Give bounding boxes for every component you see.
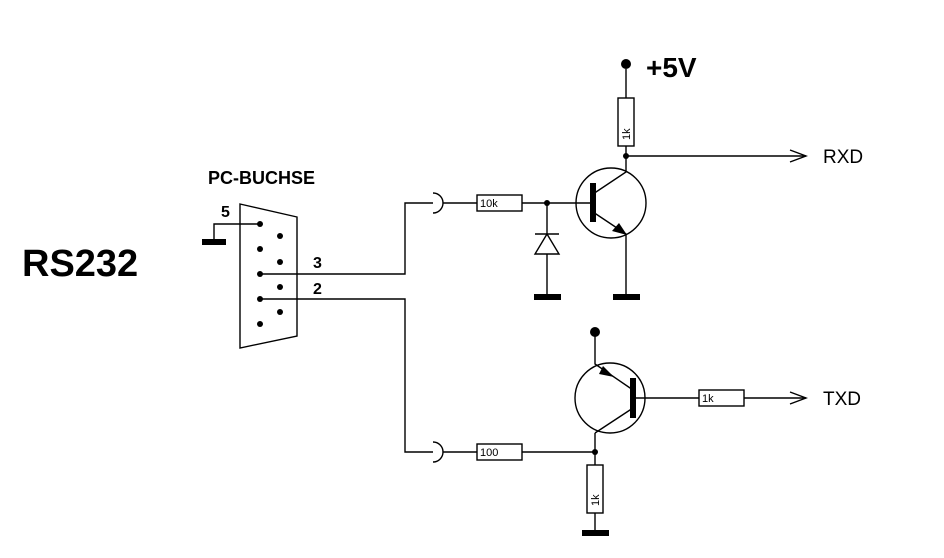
db9-connector: PC-BUCHSE 5 3 2	[202, 168, 322, 349]
emitter-arrow-icon	[599, 366, 614, 377]
pin-3-label: 3	[313, 255, 322, 272]
transistor-collector	[592, 156, 627, 195]
resistor-1k-ground-value: 1k	[590, 494, 602, 506]
supply-terminal-icon	[621, 59, 631, 69]
wire	[522, 433, 596, 453]
rxd-label: RXD	[823, 147, 863, 168]
resistor-1k-pullup-value: 1k	[621, 128, 633, 140]
ground-symbol	[202, 239, 226, 245]
emitter-arrow-icon	[612, 223, 627, 235]
txd-circuit: 100 1k TXD 1k	[260, 298, 861, 536]
resistor-100-value: 100	[480, 447, 498, 459]
pin-5-wire	[213, 223, 260, 240]
crossover-hop	[432, 192, 444, 214]
diode-icon	[533, 232, 561, 255]
title: RS232	[22, 243, 138, 285]
wire-pin3	[260, 202, 433, 275]
wire-pin2	[260, 298, 433, 453]
ground-symbol	[613, 294, 640, 300]
ground-symbol	[534, 294, 561, 300]
txd-label: TXD	[823, 389, 861, 410]
transistor-collector	[594, 407, 634, 434]
supply-terminal-icon	[590, 327, 600, 337]
txd-arrow-icon	[789, 391, 808, 405]
npn-transistor-icon	[575, 167, 647, 239]
connector-outline	[239, 203, 298, 349]
supply-label: +5V	[646, 52, 697, 83]
pin-dot	[257, 321, 263, 327]
resistor-10k-value: 10k	[480, 198, 498, 210]
pin-2-label: 2	[313, 281, 322, 298]
crossover-hop	[432, 441, 444, 463]
ground-symbol	[582, 530, 609, 536]
pin-dot	[277, 309, 283, 315]
transistor-emitter	[594, 335, 634, 391]
rxd-arrow-icon	[789, 149, 808, 163]
connector-label: PC-BUCHSE	[208, 168, 315, 188]
transistor-emitter	[592, 211, 627, 296]
pin-dot	[277, 284, 283, 290]
pin-5-label: 5	[221, 204, 230, 221]
pin-dot	[277, 259, 283, 265]
rxd-circuit: 10k 1k +5V RXD	[260, 52, 863, 300]
resistor-1k-out-value: 1k	[702, 393, 714, 405]
pin-dot	[257, 246, 263, 252]
pin-dot	[277, 233, 283, 239]
